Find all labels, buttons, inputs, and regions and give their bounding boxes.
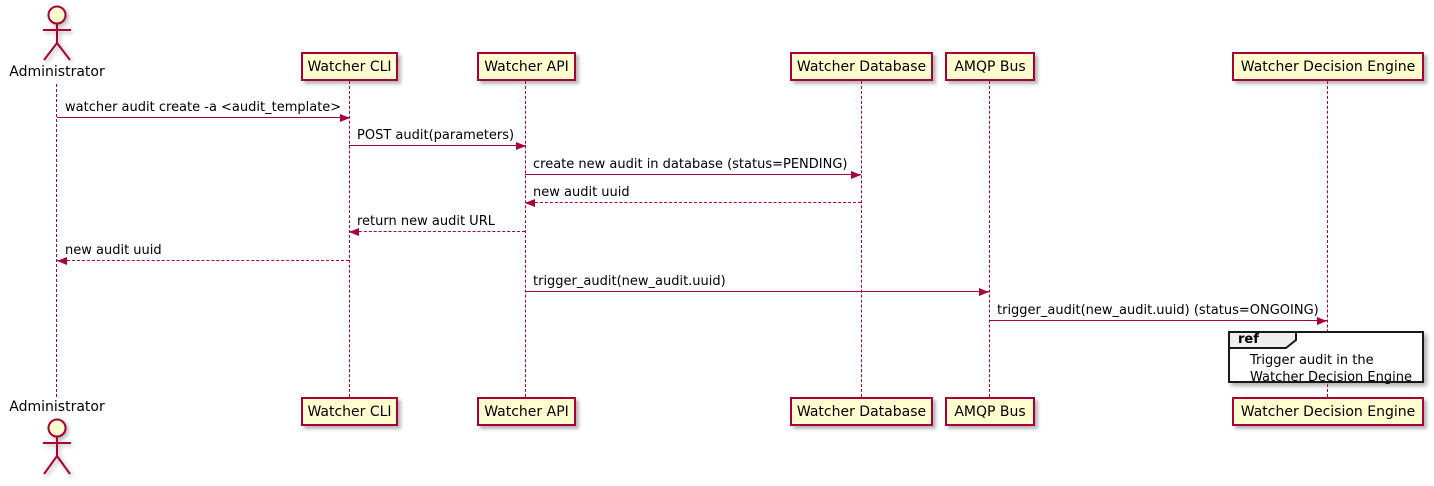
lifeline-watcher-cli bbox=[349, 81, 350, 397]
ref-keyword: ref bbox=[1238, 332, 1259, 347]
message-line bbox=[349, 145, 526, 146]
participant-amqp-bus-bottom: AMQP Bus bbox=[945, 397, 1035, 426]
message-return-new-audit-url: return new audit URL bbox=[349, 212, 525, 236]
message-label: new audit uuid bbox=[533, 185, 630, 200]
message-line bbox=[525, 174, 861, 175]
arrow-left-icon bbox=[349, 228, 359, 236]
message-line bbox=[349, 231, 525, 232]
message-line bbox=[525, 291, 989, 292]
arrow-left-icon bbox=[525, 199, 535, 207]
message-new-audit-uuid-to-admin: new audit uuid bbox=[57, 241, 349, 265]
participant-watcher-cli-top: Watcher CLI bbox=[301, 52, 398, 81]
participant-watcher-decision-engine-bottom: Watcher Decision Engine bbox=[1232, 397, 1424, 426]
arrow-right-icon bbox=[979, 288, 989, 296]
message-line bbox=[989, 320, 1327, 321]
arrow-right-icon bbox=[1317, 317, 1327, 325]
message-line bbox=[57, 260, 349, 261]
ref-tab: ref bbox=[1228, 331, 1298, 349]
arrow-right-icon bbox=[340, 114, 350, 122]
lifeline-watcher-decision-engine bbox=[1327, 81, 1328, 397]
message-label: trigger_audit(new_audit.uuid) (status=ON… bbox=[997, 303, 1319, 318]
participant-watcher-cli-bottom: Watcher CLI bbox=[301, 397, 398, 426]
participant-watcher-database-bottom: Watcher Database bbox=[790, 397, 933, 426]
participant-watcher-api-bottom: Watcher API bbox=[477, 397, 576, 426]
arrow-left-icon bbox=[57, 257, 67, 265]
message-line bbox=[525, 202, 861, 203]
actor-label-bottom: Administrator bbox=[9, 399, 105, 415]
message-label: watcher audit create -a <audit_template> bbox=[65, 100, 342, 115]
lifeline-administrator bbox=[56, 84, 57, 397]
lifeline-amqp-bus bbox=[989, 81, 990, 397]
message-watcher-audit-create: watcher audit create -a <audit_template> bbox=[57, 98, 350, 122]
ref-text-line: Watcher Decision Engine bbox=[1250, 370, 1412, 385]
ref-text-line: Trigger audit in the bbox=[1250, 353, 1374, 368]
message-label: new audit uuid bbox=[65, 243, 162, 258]
actor-icon bbox=[43, 5, 71, 61]
ref-text: Trigger audit in the Watcher Decision En… bbox=[1250, 352, 1418, 386]
message-line bbox=[57, 117, 350, 118]
participant-amqp-bus-top: AMQP Bus bbox=[945, 52, 1035, 81]
lifeline-watcher-database bbox=[861, 81, 862, 397]
participant-watcher-api-top: Watcher API bbox=[477, 52, 576, 81]
ref-tab-shape-icon bbox=[1228, 331, 1297, 349]
message-label: trigger_audit(new_audit.uuid) bbox=[533, 274, 726, 289]
actor-icon bbox=[43, 418, 71, 475]
message-trigger-audit-ongoing: trigger_audit(new_audit.uuid) (status=ON… bbox=[989, 301, 1327, 325]
actor-label-top: Administrator bbox=[9, 64, 105, 80]
message-create-new-audit: create new audit in database (status=PEN… bbox=[525, 155, 861, 179]
message-post-audit: POST audit(parameters) bbox=[349, 126, 526, 150]
message-new-audit-uuid-to-api: new audit uuid bbox=[525, 183, 861, 207]
message-label: POST audit(parameters) bbox=[357, 128, 515, 143]
arrow-right-icon bbox=[851, 171, 861, 179]
message-label: return new audit URL bbox=[357, 214, 495, 229]
participant-watcher-database-top: Watcher Database bbox=[790, 52, 933, 81]
message-label: create new audit in database (status=PEN… bbox=[533, 157, 848, 172]
lifeline-watcher-api bbox=[525, 81, 526, 397]
ref-fragment: ref Trigger audit in the Watcher Decisio… bbox=[1228, 331, 1424, 386]
message-trigger-audit: trigger_audit(new_audit.uuid) bbox=[525, 272, 989, 296]
arrow-right-icon bbox=[516, 142, 526, 150]
participant-watcher-decision-engine-top: Watcher Decision Engine bbox=[1232, 52, 1424, 81]
